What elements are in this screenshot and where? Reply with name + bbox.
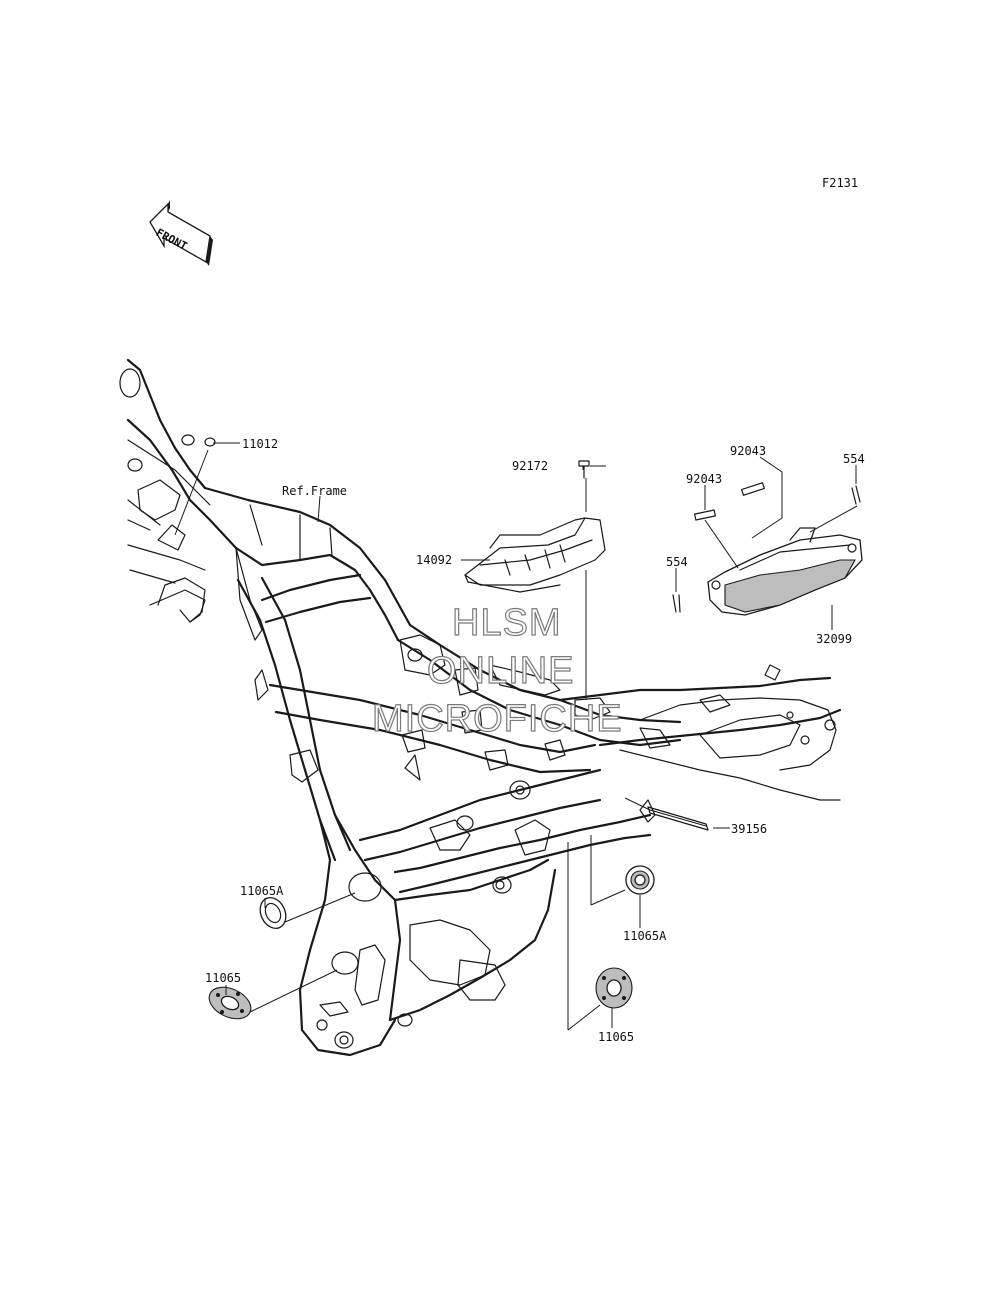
part-label-14092: 14092 <box>416 553 453 567</box>
figure-code: F2131 <box>822 176 859 190</box>
part-label-92043-lower: 92043 <box>686 472 723 486</box>
cover-32099 <box>707 527 863 616</box>
strap-39156 <box>647 806 709 831</box>
grommet-11065-left <box>208 986 252 1020</box>
part-label-11065A-left: 11065A <box>240 884 284 898</box>
part-label-554-left: 554 <box>666 555 688 569</box>
part-label-39156: 39156 <box>731 822 768 836</box>
part-label-32099: 32099 <box>816 632 853 646</box>
part-label-92043-upper: 92043 <box>730 444 767 458</box>
clip-554-right <box>851 485 861 505</box>
part-label-11065A-right: 11065A <box>623 929 667 943</box>
plug-11012 <box>204 437 216 447</box>
main-frame <box>119 358 842 1057</box>
pin-92043-lower <box>693 509 717 521</box>
screw-92172 <box>578 460 590 479</box>
watermark-line1: HLSM <box>451 602 562 644</box>
leader-lines <box>174 442 858 1031</box>
part-label-11065-left: 11065 <box>205 971 242 985</box>
watermark-line2: ONLINE <box>426 650 575 692</box>
grommet-11065A-left <box>259 896 287 930</box>
part-label-554-right: 554 <box>843 452 865 466</box>
battery-case-14092 <box>464 517 606 593</box>
grommet-11065-right <box>595 967 633 1009</box>
ref-frame-label: Ref.Frame <box>282 484 348 498</box>
part-label-11012: 11012 <box>242 437 279 451</box>
watermark-line3: MICROFICHE <box>371 698 623 740</box>
part-label-92172: 92172 <box>512 459 549 473</box>
pin-92043-upper <box>741 482 765 496</box>
grommet-11065A-right <box>625 865 655 895</box>
part-label-11065-right: 11065 <box>598 1030 635 1044</box>
front-arrow-icon <box>149 200 213 266</box>
clip-554-left <box>672 594 681 613</box>
